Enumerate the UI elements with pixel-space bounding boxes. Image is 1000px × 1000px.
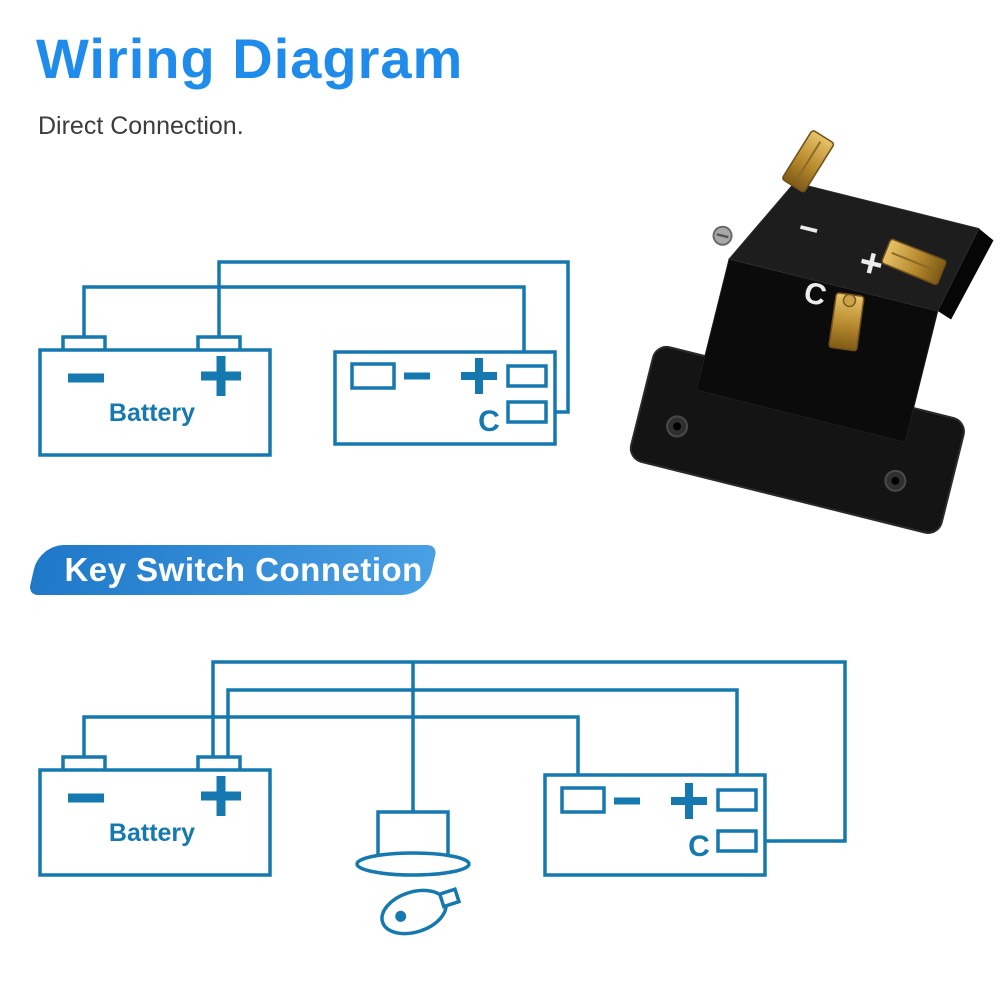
battery-box	[38, 768, 272, 877]
battery-symbol: Battery	[38, 755, 272, 877]
battery-symbol: Battery	[38, 335, 272, 457]
key-switch-icon	[355, 810, 471, 936]
key-switch-base	[355, 851, 471, 877]
spade-terminal-c-icon	[828, 292, 865, 352]
spade-terminal-plus-icon	[881, 238, 947, 285]
product-photo: − + C	[629, 130, 994, 534]
meter-c-label: C	[688, 830, 710, 863]
spade-terminal-minus-icon	[782, 130, 835, 193]
key-switch-body	[376, 810, 450, 858]
meter-terminal-box-c	[506, 400, 548, 424]
meter-terminal-box-c	[716, 829, 758, 853]
battery-box	[38, 348, 272, 457]
flange-screw-hole-left-icon	[666, 415, 689, 438]
page-title: Wiring Diagram	[36, 27, 464, 90]
plus-icon	[671, 783, 707, 819]
plus-icon	[201, 776, 241, 816]
meter-terminal-box-left	[350, 362, 396, 390]
meter-terminal-box-plus	[506, 364, 548, 388]
meter-terminal-box-plus	[716, 788, 758, 812]
plus-icon	[461, 358, 497, 394]
wire-battery-minus-to-meter	[82, 715, 580, 775]
direct-connection-diagram: Battery C	[38, 260, 570, 457]
meter-c-label: C	[478, 405, 500, 438]
plus-icon	[201, 356, 241, 396]
meter-symbol: C	[543, 773, 767, 877]
meter-terminal-box-left	[560, 786, 606, 814]
wire-battery-plus-to-meter-plus	[226, 688, 739, 775]
battery-label: Battery	[109, 819, 195, 847]
page-subtitle: Direct Connection.	[38, 112, 244, 140]
key-switch-diagram: Battery C	[38, 660, 847, 936]
battery-label: Battery	[109, 399, 195, 427]
flange-screw-hole-right-icon	[884, 469, 907, 492]
wire-battery-plus-to-meter-c	[211, 660, 847, 843]
wire-battery-plus-to-meter-c	[217, 260, 570, 414]
meter-symbol: C	[333, 350, 557, 446]
key-icon	[380, 887, 462, 936]
wire-battery-minus-to-meter	[82, 285, 526, 352]
product-top-face	[728, 182, 980, 312]
product-side-face	[937, 228, 994, 320]
mounting-screw-icon	[712, 225, 733, 246]
